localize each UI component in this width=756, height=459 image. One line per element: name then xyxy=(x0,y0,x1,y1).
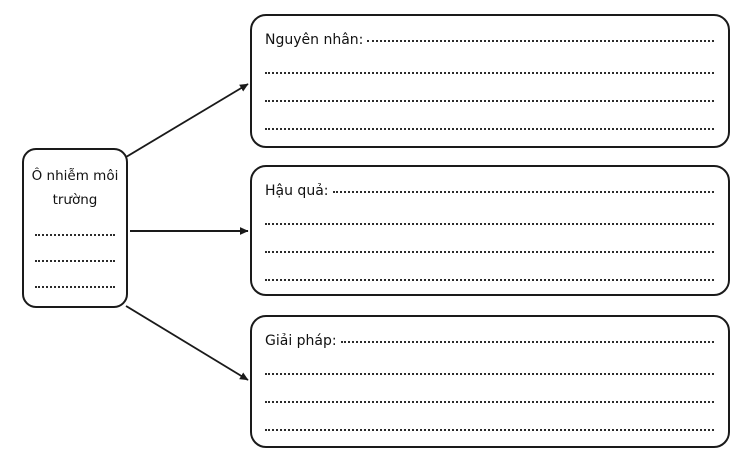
branch-box-cause[interactable]: Nguyên nhân: xyxy=(250,14,730,148)
topic-box[interactable]: Ô nhiễm môi trường xyxy=(22,148,128,308)
answer-field[interactable] xyxy=(367,30,714,44)
branch-heading-row: Nguyên nhân: xyxy=(265,30,714,60)
blank-line[interactable] xyxy=(265,239,714,267)
dotted-rule xyxy=(332,191,714,193)
arrow-to-cause xyxy=(125,83,249,158)
dotted-rule xyxy=(265,100,714,102)
blank-line[interactable] xyxy=(265,267,714,295)
blank-line[interactable] xyxy=(265,88,714,116)
topic-blank-lines xyxy=(35,222,115,300)
arrow-to-solution xyxy=(125,305,249,381)
branch-content: Nguyên nhân: xyxy=(265,30,714,136)
branch-content: Giải pháp: xyxy=(265,331,714,436)
dotted-rule xyxy=(265,401,714,403)
blank-line[interactable] xyxy=(265,116,714,144)
dotted-rule xyxy=(265,72,714,74)
dotted-rule xyxy=(35,260,115,262)
blank-line[interactable] xyxy=(265,361,714,389)
branch-heading-row: Giải pháp: xyxy=(265,331,714,361)
blank-line[interactable] xyxy=(35,274,115,300)
blank-line[interactable] xyxy=(265,417,714,445)
dotted-rule xyxy=(35,286,115,288)
dotted-rule xyxy=(265,373,714,375)
blank-line[interactable] xyxy=(35,222,115,248)
blank-line[interactable] xyxy=(35,248,115,274)
answer-field[interactable] xyxy=(340,331,714,345)
dotted-rule xyxy=(265,128,714,130)
topic-title-line-2: trường xyxy=(52,192,98,208)
blank-line[interactable] xyxy=(265,60,714,88)
blank-line[interactable] xyxy=(265,211,714,239)
branch-heading-row: Hậu quả: xyxy=(265,181,714,211)
branch-label-solution: Giải pháp: xyxy=(265,333,337,349)
dotted-rule xyxy=(367,40,714,42)
branch-box-solution[interactable]: Giải pháp: xyxy=(250,315,730,448)
branch-box-consequence[interactable]: Hậu quả: xyxy=(250,165,730,296)
dotted-rule xyxy=(35,234,115,236)
dotted-rule xyxy=(265,251,714,253)
branch-label-consequence: Hậu quả: xyxy=(265,183,329,199)
branch-content: Hậu quả: xyxy=(265,181,714,284)
dotted-rule xyxy=(340,341,714,343)
dotted-rule xyxy=(265,223,714,225)
branch-label-cause: Nguyên nhân: xyxy=(265,32,364,48)
topic-title-line-1: Ô nhiễm môi xyxy=(31,168,119,184)
dotted-rule xyxy=(265,429,714,431)
blank-line[interactable] xyxy=(265,389,714,417)
topic-title: Ô nhiễm môi trường xyxy=(24,164,126,212)
answer-field[interactable] xyxy=(332,181,714,195)
dotted-rule xyxy=(265,279,714,281)
